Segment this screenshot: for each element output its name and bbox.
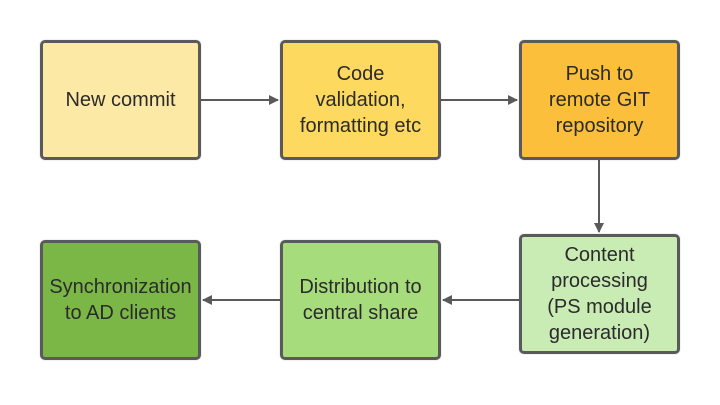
step-synchronization: Synchronization to AD clients xyxy=(40,240,201,360)
step-label: Distribution to central share xyxy=(299,276,422,324)
step-label: Push to remote GIT repository xyxy=(548,63,651,137)
step-code-validation: Code validation, formatting etc xyxy=(280,40,441,160)
step-label: Code validation, formatting etc xyxy=(299,63,422,137)
step-label: Content processing (PS module generation… xyxy=(547,244,652,344)
step-label: Synchronization to AD clients xyxy=(49,276,192,324)
step-distribution: Distribution to central share xyxy=(280,240,441,360)
step-new-commit: New commit xyxy=(40,40,201,160)
step-label: New commit xyxy=(65,89,176,111)
step-content-processing: Content processing (PS module generation… xyxy=(519,234,680,354)
step-push-to-remote-git: Push to remote GIT repository xyxy=(519,40,680,160)
